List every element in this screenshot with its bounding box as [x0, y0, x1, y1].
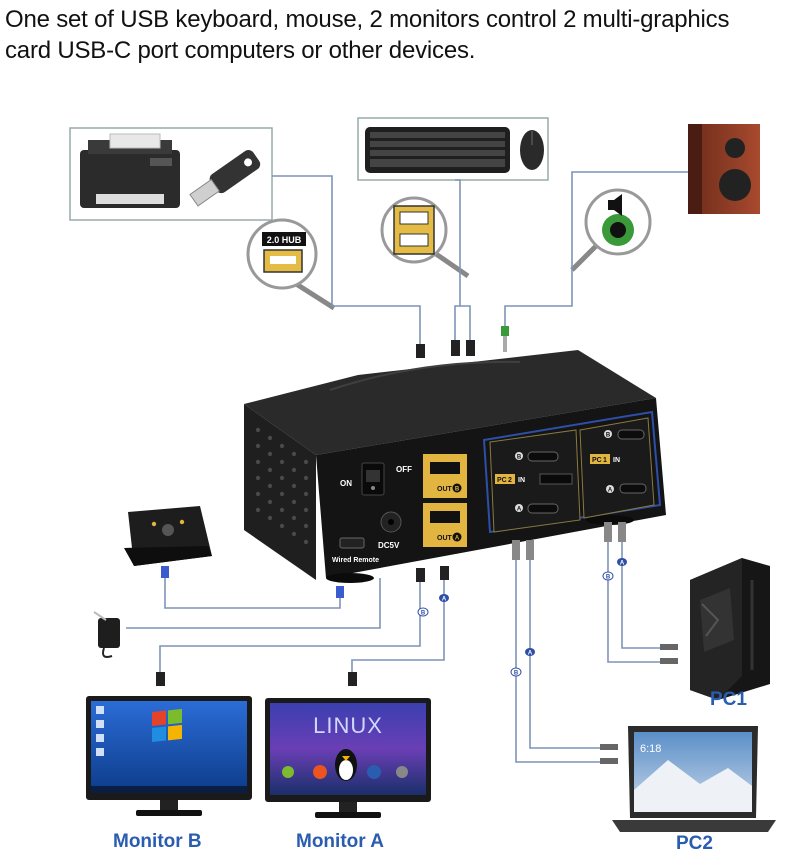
pc1-tower — [690, 558, 770, 700]
pc1-label: PC1 — [710, 689, 747, 710]
svg-text:1: 1 — [603, 457, 607, 464]
wired-remote-controller — [124, 506, 212, 566]
tag-pc1-b-cable: B — [602, 571, 614, 581]
keyboard-mouse-port-zoom — [380, 196, 470, 279]
windows-logo-icon — [152, 708, 182, 743]
wired-remote-label: Wired Remote — [332, 557, 379, 564]
svg-text:OUT: OUT — [437, 486, 453, 493]
svg-text:A: A — [517, 507, 522, 513]
speaker-icon — [688, 124, 760, 214]
pc2-label: PC2 — [676, 833, 713, 852]
usb-hub-badge: 2.0 HUB — [267, 235, 302, 245]
svg-text:B: B — [421, 611, 426, 617]
tag-monitor-b-cable: B — [417, 607, 429, 617]
ubuntu-icon — [313, 765, 327, 779]
tag-pc2-b-cable: B — [510, 667, 522, 677]
kvm-switch: ON OFF OUT B OUT A DC5V Wired Remote — [244, 350, 666, 583]
lower-connectors — [156, 522, 678, 764]
switch-on-label: ON — [340, 479, 352, 488]
pc1-input-panel: B A PC 1 IN — [579, 417, 655, 519]
cable-tags: B A B A B A — [417, 558, 627, 677]
monitor-a-label: Monitor A — [296, 831, 384, 852]
top-connectors — [416, 326, 509, 358]
svg-text:PC: PC — [592, 457, 602, 464]
tux-penguin-icon — [335, 749, 357, 781]
svg-text:B: B — [514, 671, 519, 677]
audio-port-zoom — [570, 188, 652, 272]
monitor-b-label: Monitor B — [113, 831, 202, 852]
laptop-clock: 6:18 — [640, 743, 661, 755]
svg-text:A: A — [620, 561, 625, 567]
headline-line-1: One set of USB keyboard, mouse, 2 monito… — [5, 6, 730, 33]
mouse-icon — [520, 130, 544, 170]
pc2-input-panel: B A PC 2 IN — [489, 429, 581, 533]
power-adapter-icon — [93, 611, 120, 658]
svg-text:IN: IN — [518, 477, 525, 484]
svg-text:OUT: OUT — [437, 535, 453, 542]
svg-text:B: B — [455, 487, 460, 493]
tag-monitor-a-cable: A — [439, 594, 449, 603]
svg-text:B: B — [606, 433, 611, 439]
monitor-a: LINUX — [265, 698, 431, 818]
linux-wordmark: LINUX — [313, 713, 383, 738]
svg-text:A: A — [608, 488, 613, 494]
monitor-b — [86, 696, 252, 816]
keyboard-mouse-box — [357, 117, 549, 181]
fedora-icon — [367, 765, 381, 779]
tag-pc1-a-cable: A — [617, 558, 627, 567]
printer-icon — [80, 133, 180, 208]
svg-text:A: A — [455, 536, 460, 542]
speaker-sound-icon — [608, 194, 622, 216]
hdmi-out-a-port: OUT A — [423, 503, 467, 547]
top-cables — [272, 171, 688, 344]
headline: One set of USB keyboard, mouse, 2 monito… — [5, 4, 795, 66]
svg-text:PC: PC — [497, 477, 507, 484]
svg-text:A: A — [442, 597, 447, 603]
distro-icon — [396, 766, 408, 778]
dc-label: DC5V — [378, 541, 400, 550]
printer-usb-box — [69, 127, 273, 221]
svg-text:B: B — [517, 455, 522, 461]
dc-power-jack — [380, 511, 402, 533]
svg-text:B: B — [606, 575, 611, 581]
svg-text:A: A — [528, 651, 533, 657]
wired-remote-port — [339, 537, 365, 549]
distro-icon — [282, 766, 294, 778]
switch-off-label: OFF — [396, 465, 412, 474]
keyboard-icon — [365, 127, 510, 173]
tag-pc2-a-cable: A — [525, 648, 535, 657]
svg-text:IN: IN — [613, 457, 620, 464]
svg-text:2: 2 — [508, 477, 512, 484]
usb-flash-drive-icon — [189, 149, 261, 207]
side-vents — [255, 427, 309, 545]
usb-hub-zoom: 2.0 HUB — [246, 218, 336, 311]
pc2-laptop: 6:18 — [612, 726, 776, 832]
power-switch — [361, 462, 385, 496]
headline-line-2: card USB-C port computers or other devic… — [5, 37, 476, 64]
hdmi-out-b-port: OUT B — [423, 454, 467, 498]
